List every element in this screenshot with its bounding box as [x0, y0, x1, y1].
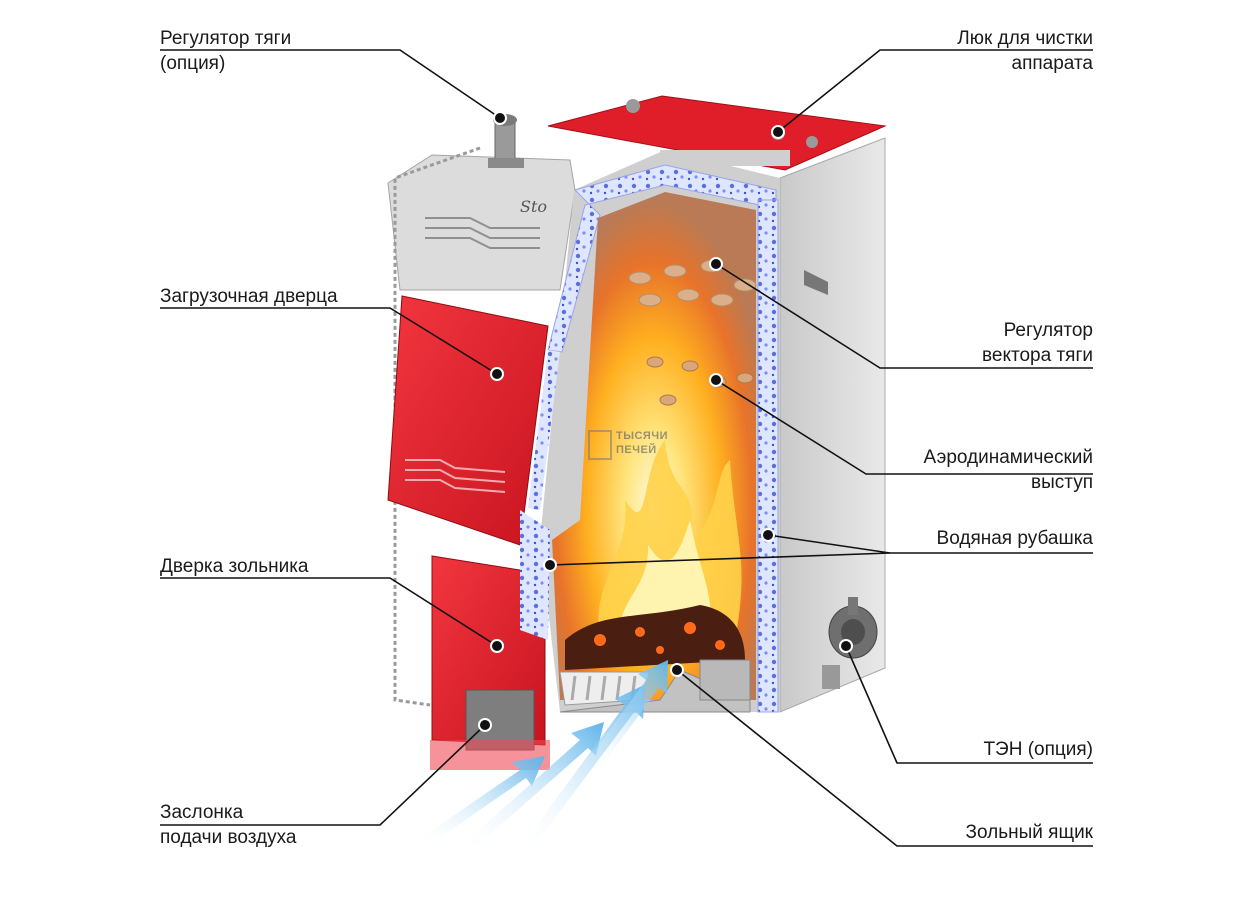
label-draft-regulator: Регулятор тяги (опция)	[160, 26, 291, 76]
label-text: Регулятор	[982, 318, 1093, 343]
label-text: выступ	[924, 470, 1093, 495]
label-text: Дверка зольника	[160, 554, 309, 579]
water-jacket-wall	[758, 200, 778, 712]
label-text: Зольный ящик	[966, 820, 1094, 845]
lid-bolt	[806, 136, 818, 148]
logo-text: Sto	[520, 197, 547, 216]
label-text: подачи воздуха	[160, 825, 296, 850]
label-water-jacket: Водяная рубашка	[937, 526, 1093, 551]
label-loading-door: Загрузочная дверца	[160, 284, 338, 309]
label-text: Аэродинамический	[924, 445, 1093, 470]
label-aerodynamic-ledge: Аэродинамический выступ	[924, 445, 1093, 495]
label-text: ТЭН (опция)	[983, 737, 1093, 762]
label-text: Заслонка	[160, 800, 296, 825]
watermark-logo: ТЫСЯЧИ ПЕЧЕЙ	[588, 428, 678, 468]
label-text: (опция)	[160, 51, 291, 76]
label-air-damper: Заслонка подачи воздуха	[160, 800, 296, 850]
label-text: Водяная рубашка	[937, 526, 1093, 551]
lid-bolt	[626, 99, 640, 113]
label-cleaning-hatch: Люк для чистки аппарата	[957, 26, 1093, 76]
watermark-line-2: ПЕЧЕЙ	[616, 444, 657, 456]
label-text: Люк для чистки	[957, 26, 1093, 51]
label-text: Регулятор тяги	[160, 26, 291, 51]
label-heating-element: ТЭН (опция)	[983, 737, 1093, 762]
label-text: Загрузочная дверца	[160, 284, 338, 309]
label-ash-box: Зольный ящик	[966, 820, 1094, 845]
loading-door	[388, 296, 548, 545]
front-upper-panel	[388, 155, 575, 290]
watermark-line-1: ТЫСЯЧИ	[616, 430, 668, 442]
label-text: вектора тяги	[982, 343, 1093, 368]
label-draft-vector-regulator: Регулятор вектора тяги	[982, 318, 1093, 368]
label-ash-door: Дверка зольника	[160, 554, 309, 579]
label-text: аппарата	[957, 51, 1093, 76]
